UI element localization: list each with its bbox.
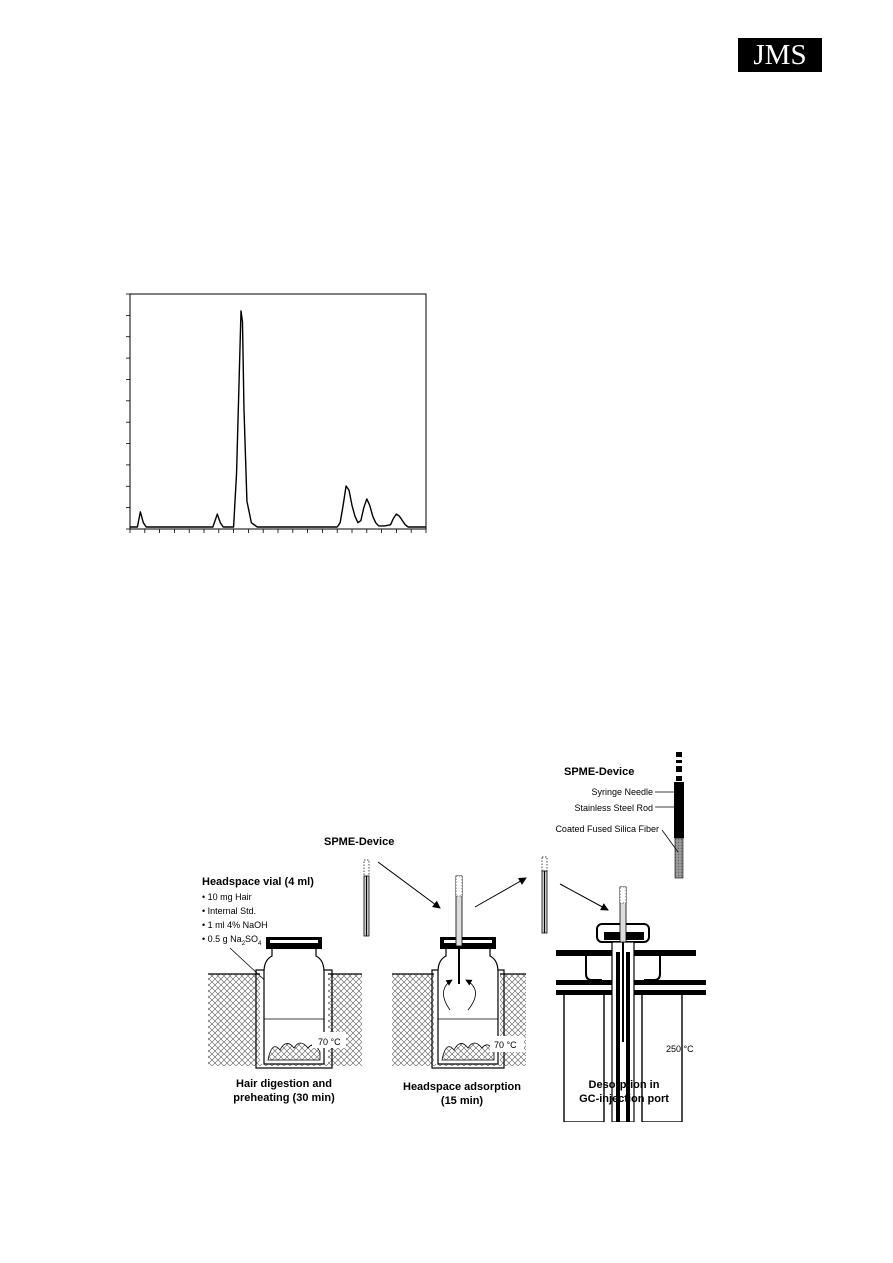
temp-label-1: 70 °C: [318, 1037, 341, 1047]
caption-1-line2: preheating (30 min): [233, 1092, 335, 1104]
spme-device-label-mid: SPME-Device: [324, 836, 394, 848]
caption-3-line2: GC-injection port: [579, 1093, 669, 1105]
stainless-rod-label: Stainless Steel Rod: [574, 803, 653, 813]
spme-device-detail: [655, 752, 684, 879]
vial-item-sodium-sulfate: • 0.5 g Na2SO4: [202, 934, 262, 947]
journal-logo: JMS: [738, 38, 822, 72]
coated-fiber-label: Coated Fused Silica Fiber: [555, 824, 659, 834]
arrow-to-vial: [377, 861, 441, 909]
chromatogram-svg: [126, 293, 427, 533]
arrow-to-injector: [559, 883, 609, 911]
temp-label-2: 70 °C: [494, 1040, 517, 1050]
spme-procedure-diagram: SPME-Device Syringe Needle Stainless Ste…: [200, 742, 715, 1123]
vial-item-hair: • 10 mg Hair: [202, 892, 252, 902]
arrow-out-of-vial: [474, 877, 527, 908]
spme-syringe-left: [363, 859, 370, 937]
x-axis-ticks: [129, 529, 427, 533]
syringe-needle-label: Syringe Needle: [591, 787, 653, 797]
chromatogram-chart: [118, 288, 434, 542]
spme-syringe-right: [541, 856, 548, 934]
vial-item-naoh: • 1 ml 4% NaOH: [202, 920, 268, 930]
heating-block-2: [392, 875, 526, 1069]
temp-label-3: 250 °C: [666, 1044, 694, 1054]
chart-frame: [129, 293, 427, 530]
caption-1-line1: Hair digestion and: [236, 1078, 332, 1090]
vial-title: Headspace vial (4 ml): [202, 876, 314, 888]
vial-item-std: • Internal Std.: [202, 906, 256, 916]
y-axis-ticks: [126, 293, 130, 530]
chromatogram-trace: [130, 310, 426, 528]
spme-device-label-top: SPME-Device: [564, 766, 634, 778]
caption-2-line1: Headspace adsorption: [403, 1081, 521, 1093]
gc-injection-port: [556, 886, 706, 1123]
caption-2-line2: (15 min): [441, 1095, 484, 1107]
heating-block-1: [208, 937, 362, 1069]
caption-3-line1: Desorption in: [589, 1079, 660, 1091]
